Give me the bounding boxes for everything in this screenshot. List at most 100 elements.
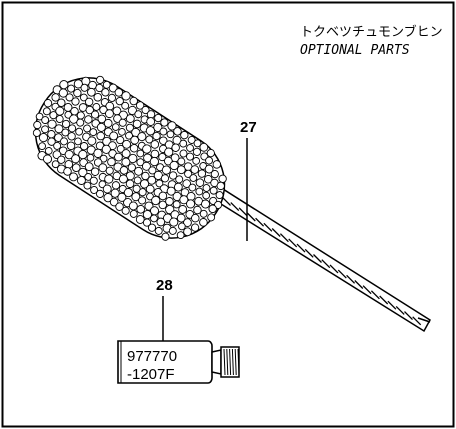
part-28-label: 28 [156,277,173,294]
bristle [202,184,211,192]
cap-thread [234,348,237,376]
bristle [159,127,168,136]
bristle [83,181,92,190]
wire-twist [395,305,405,315]
bristle [205,156,213,165]
bristle [68,124,77,133]
bristle [69,172,78,182]
bristle [154,226,163,235]
bristle [180,130,189,140]
bristle [114,152,123,162]
bristle [160,118,169,127]
bristle [103,118,113,128]
bristle [43,99,53,108]
cap-thread [223,348,226,376]
wire-twist [370,290,380,300]
part-number-line2: -1207F [127,366,175,383]
bristle [38,142,46,150]
header-english: OPTIONAL PARTS [300,43,410,58]
bristle [149,156,160,167]
bristle [107,93,117,102]
bristle [186,144,194,152]
brush-head [32,75,227,241]
bristle [189,174,198,182]
wire-twist [337,269,347,279]
bristle [118,128,126,136]
bristle [90,167,100,176]
bristle [42,107,51,116]
wire-twist [238,207,248,217]
cap-thread [229,348,232,376]
bristle [177,157,186,166]
bristle [176,165,186,175]
bristle [60,137,68,146]
bristle [105,166,114,175]
bristle [138,196,147,205]
bristle [210,170,219,179]
bristle [134,166,143,176]
bristle [84,97,94,107]
bristle [93,92,103,102]
bristle [59,80,69,90]
bristle [125,179,135,189]
wire-twist [346,274,356,284]
bristle [183,227,192,237]
bristle [173,182,183,192]
bristle [160,174,170,183]
bristle [71,97,80,106]
bristle [67,84,76,93]
bristle [121,101,130,110]
wire-twist [321,259,331,269]
bristle [161,232,170,241]
wire-twist [404,311,413,321]
bristle [199,218,208,227]
bristle [74,137,82,146]
bristle [91,110,100,119]
bristle [212,160,222,169]
bristle [125,114,135,124]
header-japanese: トクベツチュモンブヒン [300,24,443,40]
bristle [66,141,76,151]
bristle [134,110,143,119]
wire-twist [279,233,289,243]
bristle [84,115,93,124]
bristle [146,117,156,127]
bristle [142,144,152,154]
bristle [169,217,179,227]
bristle [156,217,166,227]
bristle [55,106,65,116]
bristle [78,149,88,160]
bristle [192,157,201,165]
bristle [76,118,85,127]
bristle [75,127,84,136]
bristle [38,133,49,143]
wire-twist [263,222,273,232]
bristle [33,120,42,130]
bristle [80,83,89,92]
bristle [147,175,157,185]
bristle [86,153,95,162]
wire-twist [379,295,389,305]
bristle [168,226,177,235]
bristle [216,181,225,191]
bristle [177,222,186,231]
bristle [104,174,114,184]
bristle [171,143,180,152]
bristle [152,131,161,141]
bristle [87,136,97,146]
bristle [190,223,200,232]
bristle [166,130,175,139]
wire-twist [354,280,364,289]
bristle [138,188,147,197]
bristle [92,103,101,111]
bristle [111,181,121,190]
bristle [178,205,188,214]
bristle [129,143,139,153]
wire-twist [230,202,240,212]
bristle [121,91,131,101]
bristle [76,111,85,120]
bristle [145,184,155,194]
wire-twist [222,196,231,206]
cap-thread [237,348,240,376]
